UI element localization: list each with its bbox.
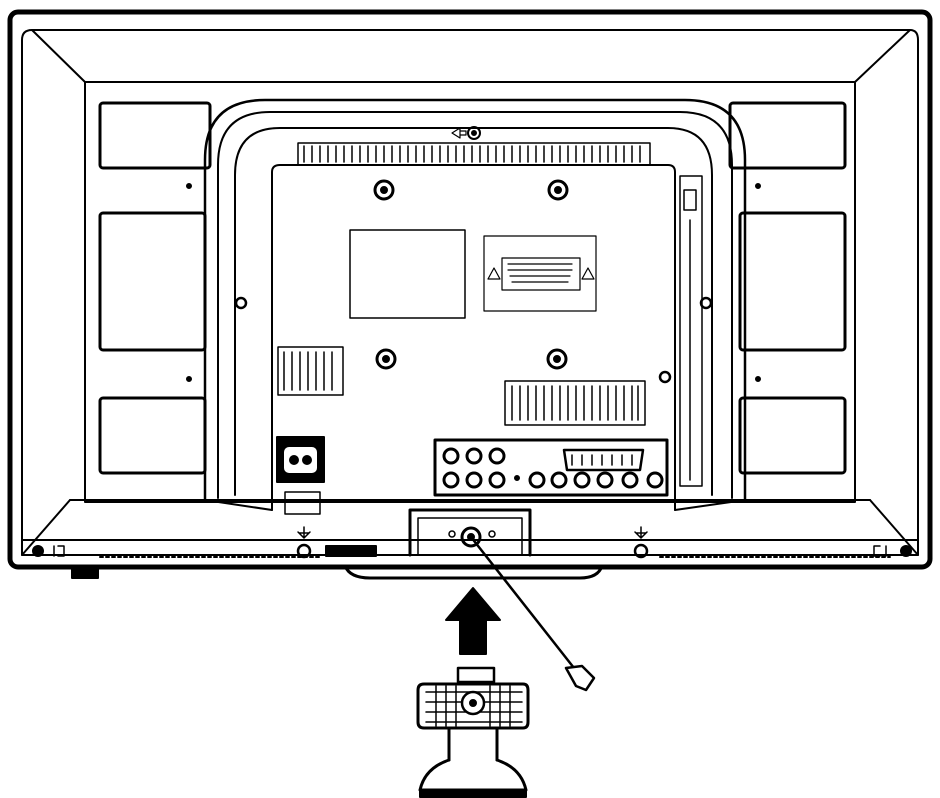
power-socket [276,436,325,483]
right-panels [728,101,847,475]
tv-back-panel [7,9,933,580]
rating-label [349,229,466,319]
power-label [284,491,321,515]
left-panels [98,101,212,475]
stand-base [416,666,530,798]
stand-neck [408,508,532,557]
side-vent [277,346,344,396]
top-vent [297,142,651,166]
arrow-up-icon [445,587,501,655]
stand-plate [343,564,604,580]
side-screws [234,296,713,384]
cable-channel [679,175,703,487]
connector-vent [504,380,646,426]
top-screw-icon [451,126,481,140]
warning-label [483,235,597,312]
screw-icon [469,535,596,692]
vesa-screws [373,179,569,370]
bottom-fixings [32,526,912,579]
connector-panel [433,438,669,497]
